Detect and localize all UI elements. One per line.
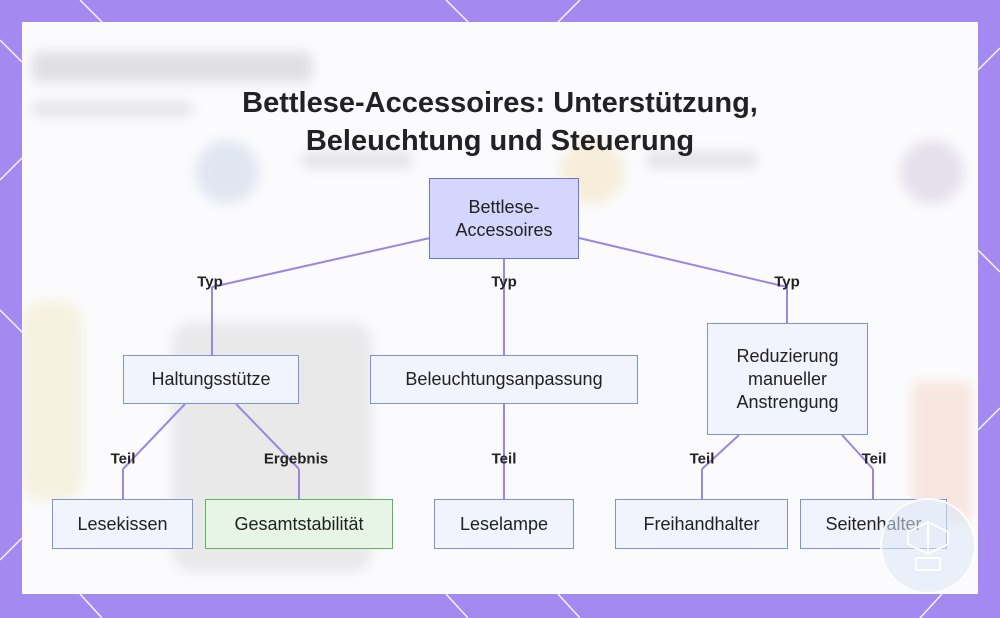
edge-label-teil-lamp: Teil [491, 450, 517, 468]
edge-posture-stability [235, 403, 300, 470]
node-handsfree: Freihandhalter [615, 499, 788, 549]
node-stability-label: Gesamtstabilität [234, 513, 364, 534]
edge-label-typ-left: Typ [197, 273, 223, 291]
edge-reduction-handsfree [701, 434, 740, 470]
node-stability: Gesamtstabilität [205, 499, 393, 549]
edge-label-teil-cushion: Teil [110, 450, 136, 468]
title-line-2: Beleuchtung und Steuerung [305, 125, 695, 157]
edge-label-teil-side: Teil [861, 450, 887, 468]
node-reduction-line-1: Reduzierung [736, 345, 839, 366]
node-handsfree-label: Freihandhalter [643, 513, 760, 534]
connector-lines [122, 237, 874, 499]
node-reduction: Reduzierung manueller Anstrengung [707, 323, 868, 435]
edge-root-posture [211, 237, 431, 288]
node-root: Bettlese- Accessoires [429, 178, 579, 259]
node-lighting-label: Beleuchtungsanpassung [405, 369, 603, 389]
page-title: Bettlese-Accessoires: Unterstützung, Bel… [22, 84, 978, 160]
edge-label-typ-mid: Typ [491, 273, 517, 291]
node-cushion: Lesekissen [52, 499, 193, 549]
node-lighting: Beleuchtungsanpassung [370, 355, 638, 404]
node-posture: Haltungsstütze [123, 355, 299, 404]
node-reduction-line-2: manueller [747, 368, 828, 389]
node-cushion-label: Lesekissen [77, 513, 168, 534]
edge-reduction-side [841, 434, 874, 470]
edge-label-ergebnis: Ergebnis [263, 450, 329, 468]
node-posture-label: Haltungsstütze [151, 369, 271, 389]
node-root-line-2: Accessoires [455, 219, 553, 240]
edge-root-reduction [578, 237, 788, 288]
watermark-badge-icon [880, 498, 976, 594]
title-line-1: Bettlese-Accessoires: Unterstützung, [242, 87, 758, 119]
node-lamp-label: Leselampe [459, 513, 549, 534]
node-lamp: Leselampe [434, 499, 574, 549]
diagram-card: Bettlese-Accessoires: Unterstützung, Bel… [22, 22, 978, 594]
edge-label-typ-right: Typ [774, 273, 800, 291]
edge-posture-cushion [122, 403, 186, 470]
edge-label-teil-handsfree: Teil [689, 450, 715, 468]
node-root-line-1: Bettlese- [468, 196, 540, 217]
node-reduction-line-3: Anstrengung [736, 391, 839, 412]
